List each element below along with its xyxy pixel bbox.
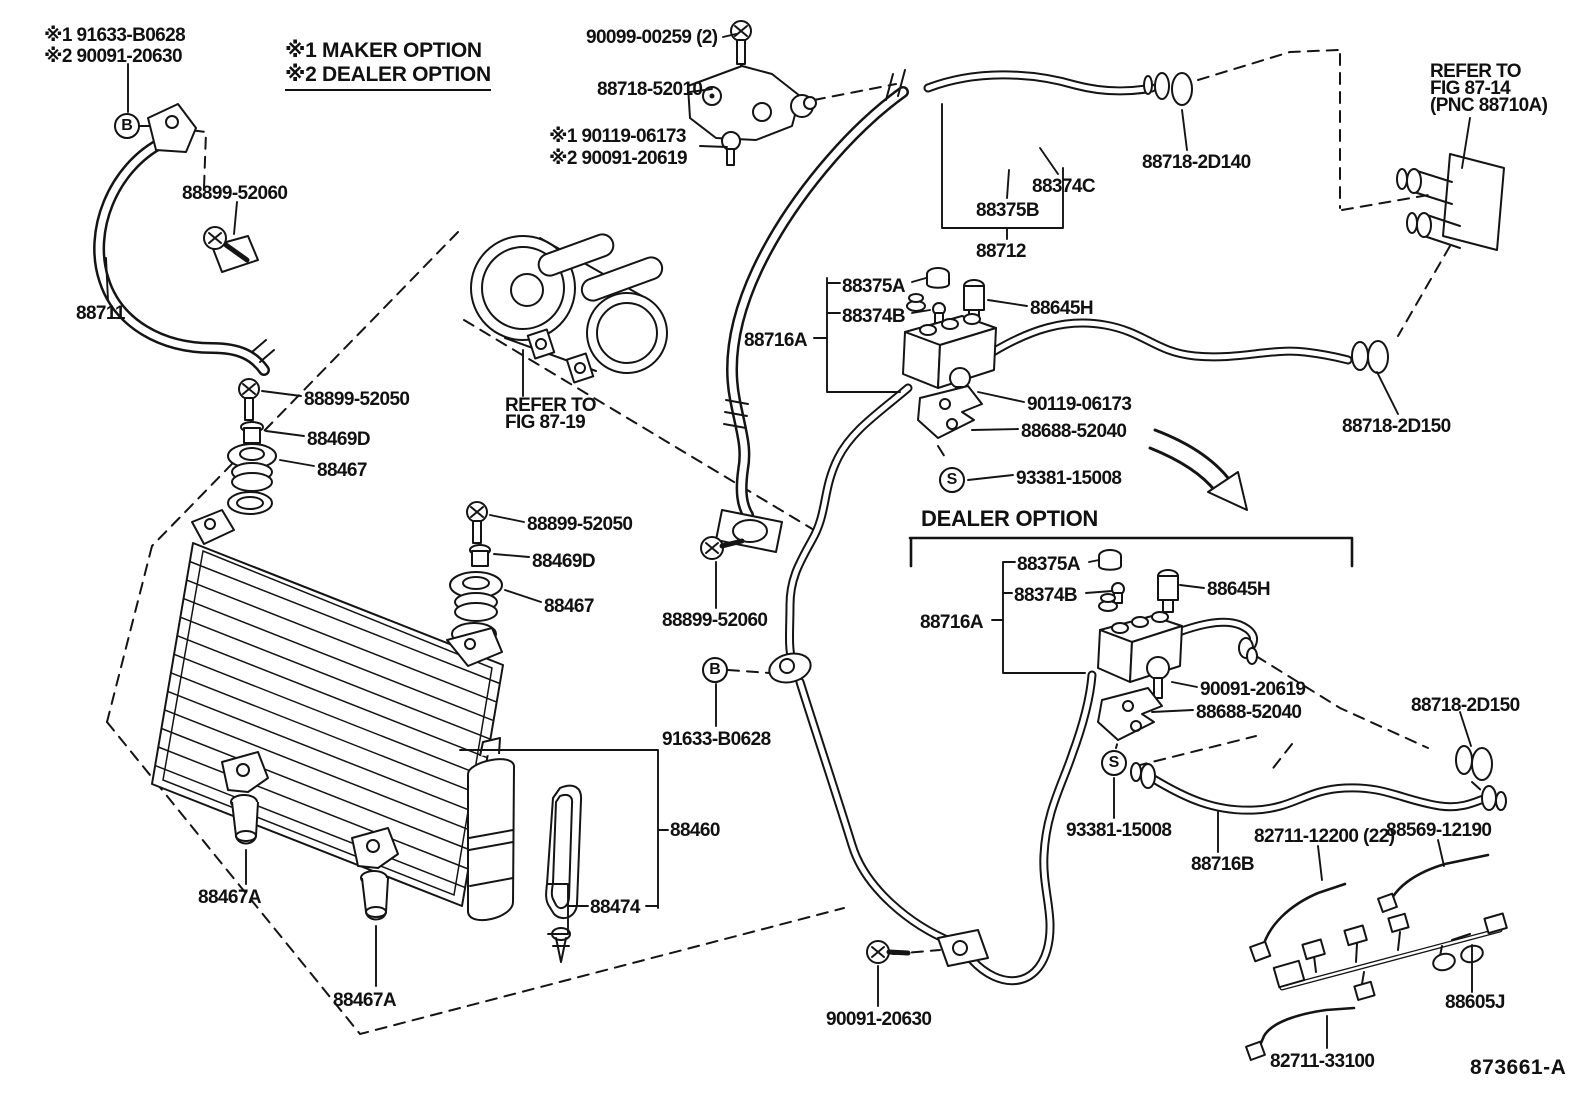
callout-88711: 88711 — [76, 303, 125, 324]
legend-dealer-option: ※2 DEALER OPTION — [285, 62, 491, 91]
refer-note-line: REFER TO — [1430, 61, 1522, 82]
callout-88718-2d150: 88718-2D150 — [1411, 695, 1520, 716]
callout-88374c: 88374C — [1032, 176, 1096, 197]
callout-90091-20630: 90091-20630 — [826, 1009, 932, 1030]
callout-88467a: 88467A — [198, 887, 262, 908]
compressor-drawing — [470, 233, 668, 384]
callout-91633-b0628: 91633-B0628 — [662, 729, 771, 750]
callout-82711-33100: 82711-33100 — [1270, 1051, 1375, 1072]
callout-88605j: 88605J — [1445, 992, 1505, 1013]
callout-90119-06173: 90119-06173 — [1027, 394, 1132, 415]
marker-s-circle: S — [1101, 750, 1127, 776]
refer-note-line: REFER TO — [505, 395, 597, 416]
evaporator-fitting-drawing — [1396, 153, 1505, 251]
refer-note-fig-87-19: REFER TO FIG 87-19 — [505, 395, 597, 433]
callout-88716b: 88716B — [1191, 854, 1255, 875]
callout-2-90091-20619: ※2 90091-20619 — [549, 148, 688, 169]
callout-88712: 88712 — [976, 241, 1026, 262]
legend-note-2: ※2 90091-20630 — [44, 46, 183, 67]
callout-88645h: 88645H — [1207, 579, 1271, 600]
grommet-stack-drawings — [227, 378, 503, 667]
callout-88374b: 88374B — [1014, 585, 1078, 606]
pipes-and-hoses — [93, 69, 1491, 986]
callout-88467a: 88467A — [333, 990, 397, 1011]
legend-maker-option: ※1 MAKER OPTION — [285, 39, 482, 62]
bracket-88718-52010-drawing — [687, 20, 817, 166]
callout-93381-15008: 93381-15008 — [1066, 820, 1172, 841]
refer-note-fig-87-14: REFER TO FIG 87-14 (PNC 88710A) — [1430, 61, 1548, 116]
callout-88375a: 88375A — [842, 276, 906, 297]
callout-88460: 88460 — [670, 820, 720, 841]
callout-90099-00259-2: 90099-00259 (2) — [586, 27, 718, 48]
callout-1-90119-06173: ※1 90119-06173 — [549, 126, 686, 147]
dealer-option-arrow — [1148, 428, 1248, 511]
refer-note-line: (PNC 88710A) — [1430, 95, 1548, 116]
callout-88688-52040: 88688-52040 — [1196, 702, 1302, 723]
callout-88716a: 88716A — [920, 612, 984, 633]
figure-code: 873661-A — [1470, 1056, 1567, 1079]
wire-harness-drawing — [1245, 853, 1508, 1061]
refer-note-line: FIG 87-19 — [505, 412, 586, 433]
refer-note-line: FIG 87-14 — [1430, 78, 1511, 99]
legend-note-1: ※1 91633-B0628 — [44, 25, 186, 46]
callout-82711-12200-22: 82711-12200 (22) — [1254, 826, 1395, 847]
dealer-option-header: DEALER OPTION — [921, 506, 1098, 531]
callout-88569-12190: 88569-12190 — [1386, 820, 1492, 841]
callout-88467: 88467 — [317, 460, 367, 481]
callout-88374b: 88374B — [842, 306, 906, 327]
callout-88899-52050: 88899-52050 — [527, 514, 633, 535]
callout-88375b: 88375B — [976, 200, 1040, 221]
callout-88718-52010: 88718-52010 — [597, 79, 703, 100]
marker-b-circle: B — [114, 113, 140, 139]
hose-88711-fittings — [147, 103, 275, 363]
marker-b-circle: B — [702, 657, 728, 683]
callout-88469d: 88469D — [307, 429, 371, 450]
callout-88469d: 88469D — [532, 551, 596, 572]
callout-88467: 88467 — [544, 596, 594, 617]
callout-88716a: 88716A — [744, 330, 808, 351]
callout-88899-52050: 88899-52050 — [304, 389, 410, 410]
callout-88645h: 88645H — [1030, 298, 1094, 319]
callout-88718-2d140: 88718-2D140 — [1142, 152, 1251, 173]
callout-88688-52040: 88688-52040 — [1021, 421, 1127, 442]
callout-88718-2d150: 88718-2D150 — [1342, 416, 1451, 437]
marker-s-circle: S — [939, 467, 965, 493]
callout-88474: 88474 — [590, 897, 640, 918]
callout-88899-52060: 88899-52060 — [662, 610, 768, 631]
leader-lines — [105, 33, 1473, 1049]
callout-88375a: 88375A — [1017, 554, 1081, 575]
callout-93381-15008: 93381-15008 — [1016, 468, 1122, 489]
callout-90091-20619: 90091-20619 — [1200, 679, 1306, 700]
callout-88899-52060: 88899-52060 — [182, 183, 288, 204]
hose-flange-drawing — [700, 509, 812, 684]
junction-block-maker — [902, 267, 997, 439]
junction-block-dealer — [1097, 549, 1183, 741]
